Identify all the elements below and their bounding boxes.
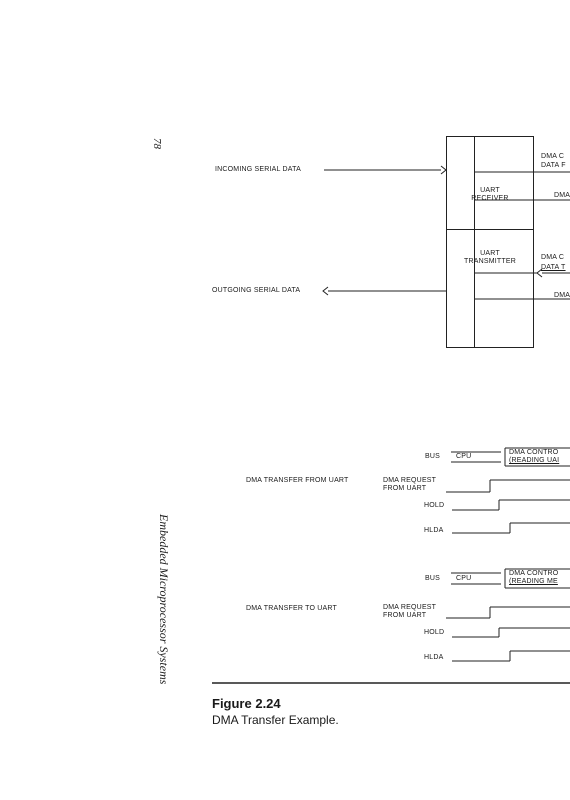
dma-tx-label: DMA — [554, 292, 570, 299]
timing-to-uart-title: DMA TRANSFER TO UART — [246, 605, 337, 612]
data-to-label: DATA T — [541, 264, 566, 271]
timing-from-uart-title: DMA TRANSFER FROM UART — [246, 477, 349, 484]
cpu-label: CPU — [456, 453, 472, 460]
uart-transmitter-label: UART TRANSMITTER — [464, 250, 516, 265]
cpu-label: CPU — [456, 575, 472, 582]
figure-label: Figure 2.24 — [212, 696, 281, 711]
hold-label: HOLD — [424, 629, 445, 636]
dma-controller-label: DMA CONTRO (READING ME — [509, 570, 559, 585]
outgoing-serial-data-label: OUTGOING SERIAL DATA — [212, 287, 301, 294]
uart-divider — [446, 229, 534, 230]
dma-control-rx-label: DMA C — [541, 153, 565, 160]
dma-controller-label: DMA CONTRO (READING UAI — [509, 449, 560, 464]
uart-receiver-label: UART RECEIVER — [471, 187, 509, 202]
dma-request-label: DMA REQUEST FROM UART — [383, 477, 437, 492]
bus-label: BUS — [425, 575, 440, 582]
dma-request-label: DMA REQUEST FROM UART — [383, 604, 437, 619]
bus-label: BUS — [425, 453, 440, 460]
hlda-label: HLDA — [424, 654, 444, 661]
hlda-label: HLDA — [424, 527, 444, 534]
uart-component — [446, 136, 534, 348]
hold-label: HOLD — [424, 502, 445, 509]
dma-rx-label: DMA — [554, 192, 570, 199]
dma-control-tx-label: DMA C — [541, 254, 565, 261]
data-from-label: DATA F — [541, 162, 566, 169]
incoming-serial-data-label: INCOMING SERIAL DATA — [215, 166, 301, 173]
figure-caption: DMA Transfer Example. — [212, 713, 339, 727]
